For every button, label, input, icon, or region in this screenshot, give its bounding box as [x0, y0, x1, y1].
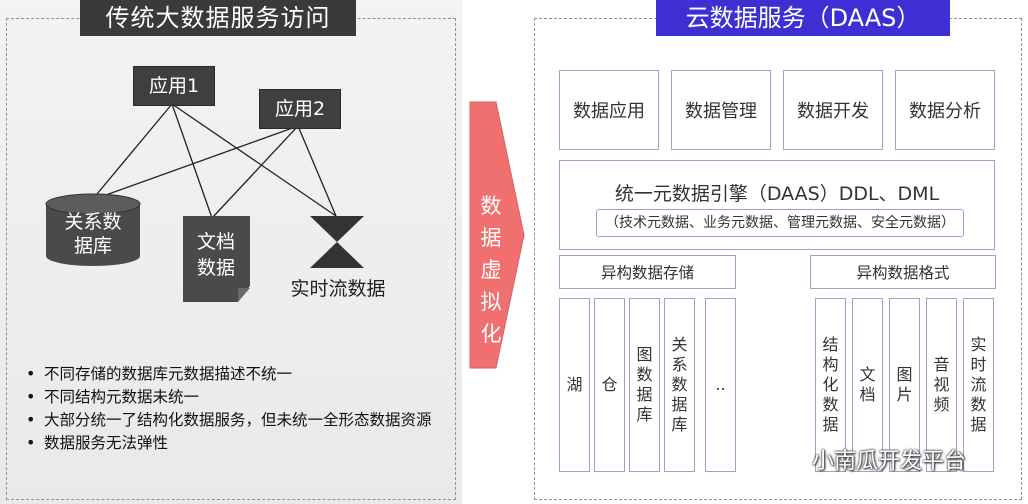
line-app2-stream — [297, 125, 337, 217]
wechat-icon — [771, 447, 803, 471]
storage-item-graph-db: 图数据库 — [629, 298, 660, 472]
db-label-1: 关系数 — [64, 211, 122, 233]
issue-item: 不同存储的数据库元数据描述不统一 — [22, 364, 442, 384]
virtualization-arrow — [469, 101, 525, 369]
line-app1-doc — [171, 103, 213, 219]
issue-list: 不同存储的数据库元数据描述不统一 不同结构元数据未统一 大部分统一了结构化数据服… — [22, 364, 442, 456]
engine-title: 统一元数据引擎（DAAS）DDL、DML — [614, 183, 940, 205]
app2-box: 应用2 — [259, 89, 341, 129]
stream-label: 实时流数据 — [290, 278, 386, 300]
top-box-data-app: 数据应用 — [559, 70, 659, 150]
format-item-image: 图片 — [889, 298, 920, 472]
connection-lines — [45, 103, 364, 302]
doc-label-2: 数据 — [196, 257, 235, 279]
storage-item-relational-db: 关系数据库 — [664, 298, 695, 472]
db-label-2: 据库 — [73, 235, 112, 257]
line-app2-db — [91, 125, 299, 201]
top-box-data-analysis: 数据分析 — [895, 70, 995, 150]
issue-item: 数据服务无法弹性 — [22, 433, 442, 453]
format-item-document: 文档 — [852, 298, 883, 472]
format-header: 异构数据格式 — [810, 255, 996, 289]
hourglass-icon — [310, 216, 364, 268]
doc-label-1: 文档 — [196, 231, 235, 253]
format-item-stream: 实时流数据 — [963, 298, 994, 472]
issue-item: 大部分统一了结构化数据服务，但未统一全形态数据资源 — [22, 410, 442, 430]
line-app2-doc — [211, 125, 299, 219]
line-app1-stream — [171, 103, 337, 217]
format-item-structured: 结构化数据 — [815, 298, 846, 472]
metadata-engine: 统一元数据引擎（DAAS）DDL、DML （技术元数据、业务元数据、管理元数据、… — [559, 160, 995, 250]
watermark-text: 小南瓜开发平台 — [812, 449, 967, 474]
format-item-audio-video: 音视频 — [926, 298, 957, 472]
document-icon — [183, 216, 250, 302]
storage-header: 异构数据存储 — [559, 255, 736, 289]
storage-item-warehouse: 仓 — [594, 298, 625, 472]
issue-item: 不同结构元数据未统一 — [22, 387, 442, 407]
left-title: 传统大数据服务访问 — [80, 0, 356, 36]
engine-subtitle: （技术元数据、业务元数据、管理元数据、安全元数据） — [596, 209, 964, 237]
watermark: 小南瓜开发平台 — [770, 444, 966, 474]
database-icon — [45, 193, 141, 266]
line-app1-db — [91, 103, 173, 201]
arrow-label: 数据虚拟化 — [480, 194, 502, 346]
top-box-data-mgmt: 数据管理 — [671, 70, 771, 150]
right-title: 云数据服务（DAAS） — [656, 0, 950, 36]
top-box-data-dev: 数据开发 — [783, 70, 883, 150]
app1-box: 应用1 — [133, 66, 215, 106]
storage-item-more: .. — [705, 298, 736, 472]
storage-item-lake: 湖 — [559, 298, 590, 472]
